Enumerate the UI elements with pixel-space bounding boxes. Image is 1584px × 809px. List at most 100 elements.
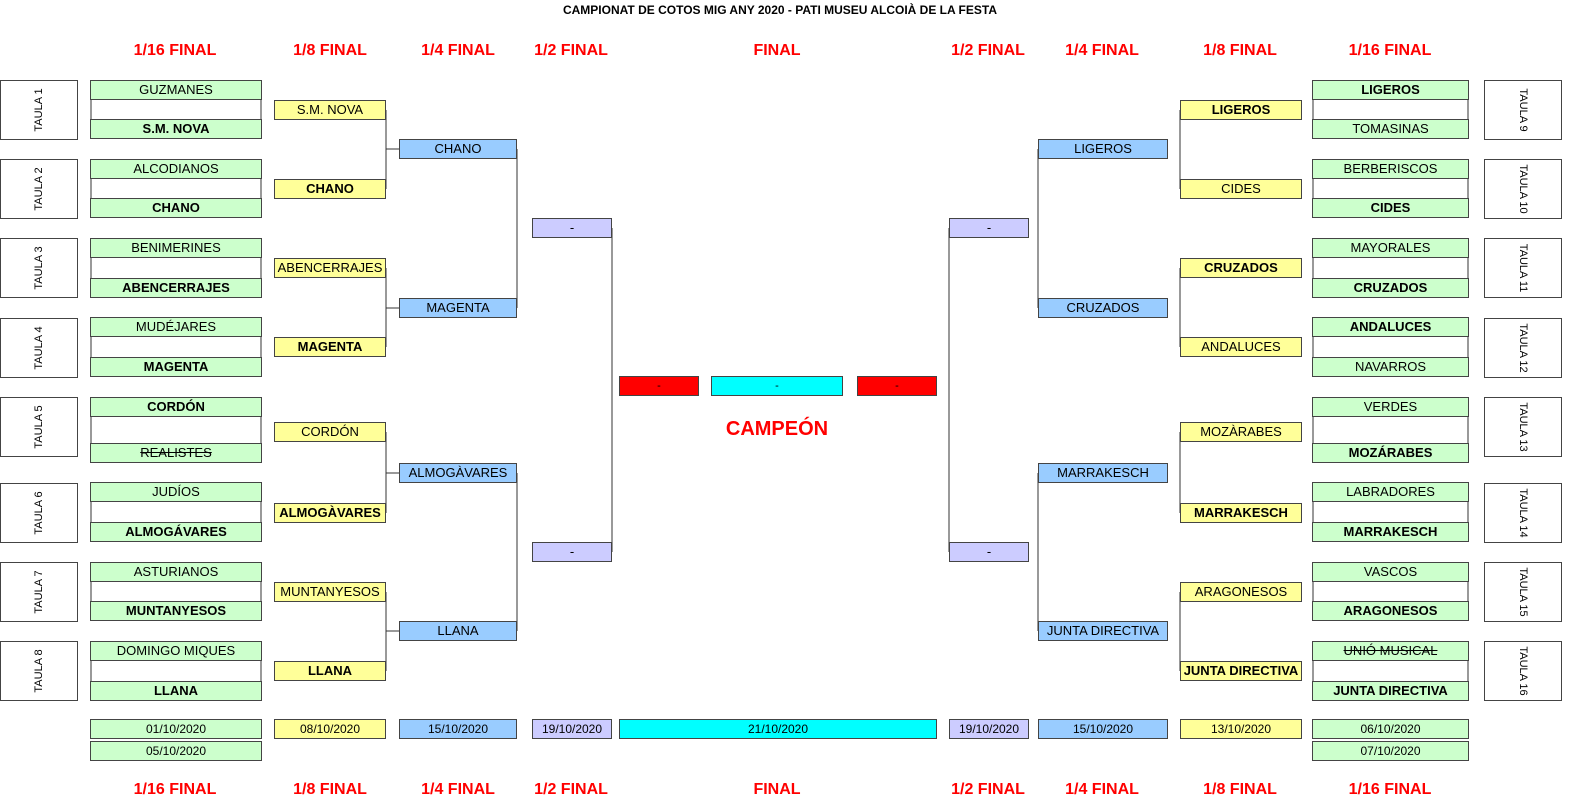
- table-left-4: TAULA 4: [0, 318, 78, 378]
- round-heading-left-r8-bottom: 1/8 FINAL: [293, 781, 367, 798]
- round-heading-right-r16-bottom: 1/16 FINAL: [1348, 781, 1432, 798]
- round-heading-left-r8: 1/8 FINAL: [293, 42, 367, 59]
- team-left-r16: JUDÍOS: [90, 482, 262, 502]
- team-right-r16: CRUZADOS: [1312, 278, 1469, 298]
- team-right-qf: LIGEROS: [1038, 139, 1168, 159]
- table-left-8-label: TAULA 8: [33, 649, 45, 693]
- team-left-r16: ASTURIANOS: [90, 562, 262, 582]
- team-right-r16: NAVARROS: [1312, 357, 1469, 377]
- team-right-sf: -: [949, 218, 1029, 238]
- team-right-r16: CIDES: [1312, 198, 1469, 218]
- team-left-r16: DOMINGO MIQUES: [90, 641, 262, 661]
- team-right-r8: CRUZADOS: [1180, 258, 1302, 278]
- team-left-sf: -: [532, 542, 612, 562]
- final-result: -: [711, 376, 843, 396]
- team-left-r16: BENIMERINES: [90, 238, 262, 258]
- team-left-r8: CORDÓN: [274, 422, 386, 442]
- team-right-qf: MARRAKESCH: [1038, 463, 1168, 483]
- team-right-r16: MOZÁRABES: [1312, 443, 1469, 463]
- table-left-1-label: TAULA 1: [33, 88, 45, 132]
- team-right-r16: LIGEROS: [1312, 80, 1469, 100]
- table-left-5: TAULA 5: [0, 397, 78, 457]
- team-left-r16: REALISTES: [90, 443, 262, 463]
- team-left-r16: MUNTANYESOS: [90, 601, 262, 621]
- team-left-r8: MAGENTA: [274, 337, 386, 357]
- round-heading-left-sf-bottom: 1/2 FINAL: [534, 781, 608, 798]
- team-right-r8: LIGEROS: [1180, 100, 1302, 120]
- team-left-r16: MUDÉJARES: [90, 317, 262, 337]
- final-left-finalist: -: [619, 376, 699, 396]
- team-right-r16: VASCOS: [1312, 562, 1469, 582]
- team-right-r8: MARRAKESCH: [1180, 503, 1302, 523]
- team-left-r8: ABENCERRAJES: [274, 258, 386, 278]
- team-right-qf: JUNTA DIRECTIVA: [1038, 621, 1168, 641]
- table-left-4-label: TAULA 4: [33, 326, 45, 370]
- date-right-r8: 13/10/2020: [1180, 719, 1302, 739]
- table-right-7: TAULA 15: [1484, 562, 1562, 622]
- round-heading-final: FINAL: [753, 42, 801, 59]
- team-right-r16: UNIÓ MUSICAL: [1312, 641, 1469, 661]
- team-right-r8: JUNTA DIRECTIVA: [1180, 661, 1302, 681]
- team-left-qf: CHANO: [399, 139, 517, 159]
- date-right-r16-first: 06/10/2020: [1312, 719, 1469, 739]
- round-heading-right-r8: 1/8 FINAL: [1203, 42, 1277, 59]
- team-left-r16: S.M. NOVA: [90, 119, 262, 139]
- round-heading-left-r16-bottom: 1/16 FINAL: [133, 781, 217, 798]
- table-left-2-label: TAULA 2: [33, 167, 45, 211]
- team-left-r16: CHANO: [90, 198, 262, 218]
- date-right-qf: 15/10/2020: [1038, 719, 1168, 739]
- team-left-r16: GUZMANES: [90, 80, 262, 100]
- date-left-sf: 19/10/2020: [532, 719, 612, 739]
- table-left-1: TAULA 1: [0, 80, 78, 140]
- table-right-5-label: TAULA 13: [1517, 402, 1529, 452]
- table-right-2-label: TAULA 10: [1517, 164, 1529, 214]
- team-right-r16: MAYORALES: [1312, 238, 1469, 258]
- table-right-8-label: TAULA 16: [1517, 646, 1529, 696]
- round-heading-right-r8-bottom: 1/8 FINAL: [1203, 781, 1277, 798]
- table-right-1-label: TAULA 9: [1517, 88, 1529, 132]
- team-left-r16: CORDÓN: [90, 397, 262, 417]
- team-left-r8: CHANO: [274, 179, 386, 199]
- date-final: 21/10/2020: [619, 719, 937, 739]
- table-left-3-label: TAULA 3: [33, 246, 45, 290]
- team-right-qf: CRUZADOS: [1038, 298, 1168, 318]
- date-left-r16-second: 05/10/2020: [90, 741, 262, 761]
- team-right-r8: MOZÀRABES: [1180, 422, 1302, 442]
- round-heading-right-qf-bottom: 1/4 FINAL: [1065, 781, 1139, 798]
- table-right-2: TAULA 10: [1484, 159, 1562, 219]
- champion-label: CAMPEÓN: [725, 418, 829, 440]
- round-heading-left-r16: 1/16 FINAL: [133, 42, 217, 59]
- team-right-r16: MARRAKESCH: [1312, 522, 1469, 542]
- team-left-sf: -: [532, 218, 612, 238]
- team-left-r8: S.M. NOVA: [274, 100, 386, 120]
- date-right-r16-second: 07/10/2020: [1312, 741, 1469, 761]
- team-right-r8: ANDALUCES: [1180, 337, 1302, 357]
- table-left-3: TAULA 3: [0, 238, 78, 298]
- table-right-4-label: TAULA 12: [1517, 323, 1529, 373]
- team-right-r16: TOMASINAS: [1312, 119, 1469, 139]
- table-left-2: TAULA 2: [0, 159, 78, 219]
- team-left-r16: ABENCERRAJES: [90, 278, 262, 298]
- table-right-4: TAULA 12: [1484, 318, 1562, 378]
- table-left-7-label: TAULA 7: [33, 570, 45, 614]
- team-left-r8: ALMOGÀVARES: [274, 503, 386, 523]
- round-heading-left-qf: 1/4 FINAL: [421, 42, 495, 59]
- team-left-r8: MUNTANYESOS: [274, 582, 386, 602]
- team-right-r16: BERBERISCOS: [1312, 159, 1469, 179]
- round-heading-right-r16: 1/16 FINAL: [1348, 42, 1432, 59]
- round-heading-final-bottom: FINAL: [753, 781, 801, 798]
- table-right-5: TAULA 13: [1484, 397, 1562, 457]
- round-heading-left-qf-bottom: 1/4 FINAL: [421, 781, 495, 798]
- table-left-8: TAULA 8: [0, 641, 78, 701]
- team-right-r8: CIDES: [1180, 179, 1302, 199]
- date-left-r16-first: 01/10/2020: [90, 719, 262, 739]
- table-left-7: TAULA 7: [0, 562, 78, 622]
- table-right-7-label: TAULA 15: [1517, 567, 1529, 617]
- team-left-r8: LLANA: [274, 661, 386, 681]
- team-left-qf: MAGENTA: [399, 298, 517, 318]
- round-heading-right-sf-bottom: 1/2 FINAL: [951, 781, 1025, 798]
- team-left-r16: MAGENTA: [90, 357, 262, 377]
- final-right-finalist: -: [857, 376, 937, 396]
- date-left-r8: 08/10/2020: [274, 719, 386, 739]
